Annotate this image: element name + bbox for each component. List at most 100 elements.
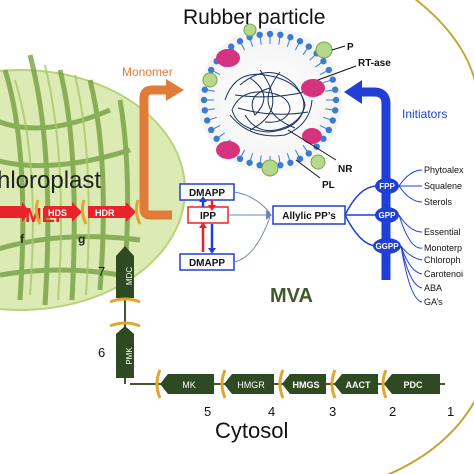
lipid-tail (278, 155, 281, 163)
lipid-tail (315, 62, 322, 68)
lipid-tail (302, 48, 308, 55)
lipid-tail (213, 70, 221, 76)
lipid-tail (207, 89, 215, 92)
lipid-tail (286, 153, 290, 161)
monomer-arrow (139, 85, 172, 220)
lipid-head (325, 126, 333, 134)
lipid-head (325, 66, 333, 74)
lipid-tail (302, 145, 308, 152)
product-gpp-0: Essential (424, 227, 461, 237)
lipid-head (287, 34, 294, 41)
lipid-tail (207, 108, 215, 111)
lipid-head (228, 43, 235, 50)
step-5: 5 (204, 404, 211, 419)
lipid-tail (286, 39, 290, 47)
product-brackets (398, 169, 423, 303)
lipid-tail (250, 39, 254, 47)
lipid-head (320, 58, 327, 65)
cytosol-label: Cytosol (215, 418, 288, 443)
lipid-head (200, 96, 208, 104)
step-7: 7 (98, 264, 105, 279)
hmgr-label: HMGR (237, 380, 265, 390)
lipid-head (256, 161, 263, 169)
lipid-tail (323, 116, 331, 120)
product-list: Phytoalex Squalene Sterols Essential Mon… (424, 165, 464, 307)
lipid-head (287, 159, 294, 166)
lipid-head (207, 126, 215, 134)
aact-arrow (334, 374, 378, 394)
product-fpp-2: Sterols (424, 197, 453, 207)
lipid-head (236, 155, 244, 163)
step-1: 1 (447, 404, 454, 419)
mk-label: MK (182, 380, 196, 390)
product-ggpp-0: Chloroph (424, 255, 461, 265)
aact-label: AACT (346, 380, 371, 390)
monomer-label: Monomer (122, 65, 173, 79)
decor-arc-top (414, 0, 474, 82)
step-4: 4 (268, 404, 275, 419)
fpp-node (375, 178, 399, 194)
rt-ase-label: RT-ase (358, 58, 391, 69)
hub-branches (344, 185, 379, 247)
lipid-tail (325, 108, 333, 111)
lipid-tail (218, 132, 225, 138)
lipid-tail (294, 43, 300, 51)
lipid-tail (278, 37, 281, 45)
mdc-arrow (116, 246, 134, 298)
lipid-head (331, 107, 339, 114)
gpp-node (375, 207, 399, 223)
initiators-arrow (358, 87, 391, 280)
lipid-tail (325, 89, 333, 92)
hds-label: HDS (48, 208, 67, 218)
hmgs-arrow (282, 374, 326, 394)
pdc-label: PDC (403, 380, 423, 390)
fpp-label: FPP (379, 182, 395, 191)
dmapp-bottom-label: DMAPP (189, 258, 225, 269)
initiators-arrowhead (344, 80, 362, 104)
lipid-tail (240, 43, 246, 51)
mva-enzyme-chain (109, 246, 445, 399)
decor-arc-bottom (386, 400, 474, 474)
p-label: P (347, 42, 354, 53)
pmk-label: PMK (125, 347, 134, 365)
lipid-head (204, 117, 211, 124)
p-proteins (202, 23, 333, 177)
rubber-particle-title: Rubber particle (183, 6, 325, 29)
hdr-label: HDR (95, 208, 115, 218)
lipid-head (329, 76, 336, 83)
product-gpp-1: Monoterp (424, 243, 462, 253)
step-2: 2 (389, 404, 396, 419)
pdc-arrow (384, 374, 440, 394)
step-6: 6 (98, 345, 105, 360)
lipid-head (313, 143, 320, 150)
lipid-head (201, 107, 209, 114)
lipid-tail (294, 149, 300, 157)
lipid-head (256, 31, 263, 39)
rt-ase-proteins (216, 49, 325, 159)
lipid-head (305, 43, 312, 50)
lipid-head (213, 135, 220, 142)
product-fpp-1: Squalene (424, 181, 462, 191)
lipid-head (201, 86, 209, 93)
lipid-head (236, 37, 244, 45)
lipid-tail (240, 149, 246, 157)
lipid-head (246, 159, 253, 166)
lipid-head (305, 150, 312, 157)
mdc-label: MDC (125, 267, 134, 285)
monomer-arrowhead (166, 79, 184, 101)
mva-label: MVA (270, 285, 313, 307)
step-g-label: g (78, 232, 85, 246)
ggpp-node (373, 238, 401, 254)
hdr-arrow (88, 202, 136, 222)
mk-arrow (160, 374, 214, 394)
lipid-tail (250, 153, 254, 161)
mep-enzyme-chain (0, 199, 142, 225)
pmk-arrow (116, 326, 134, 378)
lipid-head (331, 86, 339, 93)
lipid-tail (323, 80, 331, 84)
chloroplast (0, 54, 186, 311)
dmapp-top-label: DMAPP (189, 188, 225, 199)
step-3: 3 (329, 404, 336, 419)
lipid-tail (319, 124, 327, 130)
